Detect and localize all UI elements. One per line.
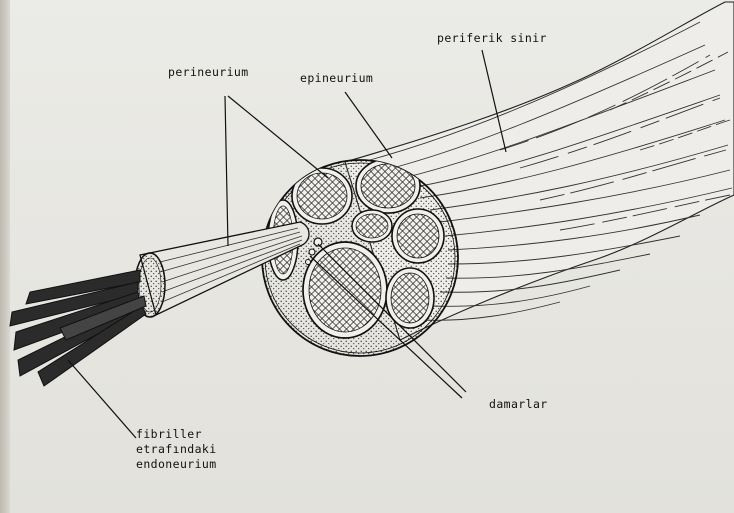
fascicle bbox=[303, 242, 387, 338]
label-damarlar: damarlar bbox=[489, 397, 548, 411]
perineurium-leader-1 bbox=[225, 96, 228, 246]
label-fibriller-line2: etrafındaki bbox=[136, 442, 217, 456]
label-perineurium: perineurium bbox=[168, 65, 249, 79]
fibriller-leader bbox=[68, 360, 136, 438]
vessel bbox=[306, 260, 311, 265]
nerve-cross-section bbox=[262, 159, 458, 356]
fibrils bbox=[10, 270, 146, 386]
label-periferik-sinir: periferik sinir bbox=[437, 31, 547, 45]
fascicle bbox=[352, 210, 392, 242]
vessel bbox=[309, 249, 315, 255]
label-fibriller-line1: fibriller bbox=[136, 427, 202, 441]
epineurium-leader bbox=[345, 92, 392, 158]
perineurium-leader-2 bbox=[228, 96, 328, 178]
label-fibriller-line3: endoneurium bbox=[136, 457, 217, 471]
label-epineurium: epineurium bbox=[300, 71, 373, 85]
fascicle bbox=[392, 209, 444, 263]
fascicle bbox=[292, 168, 352, 224]
